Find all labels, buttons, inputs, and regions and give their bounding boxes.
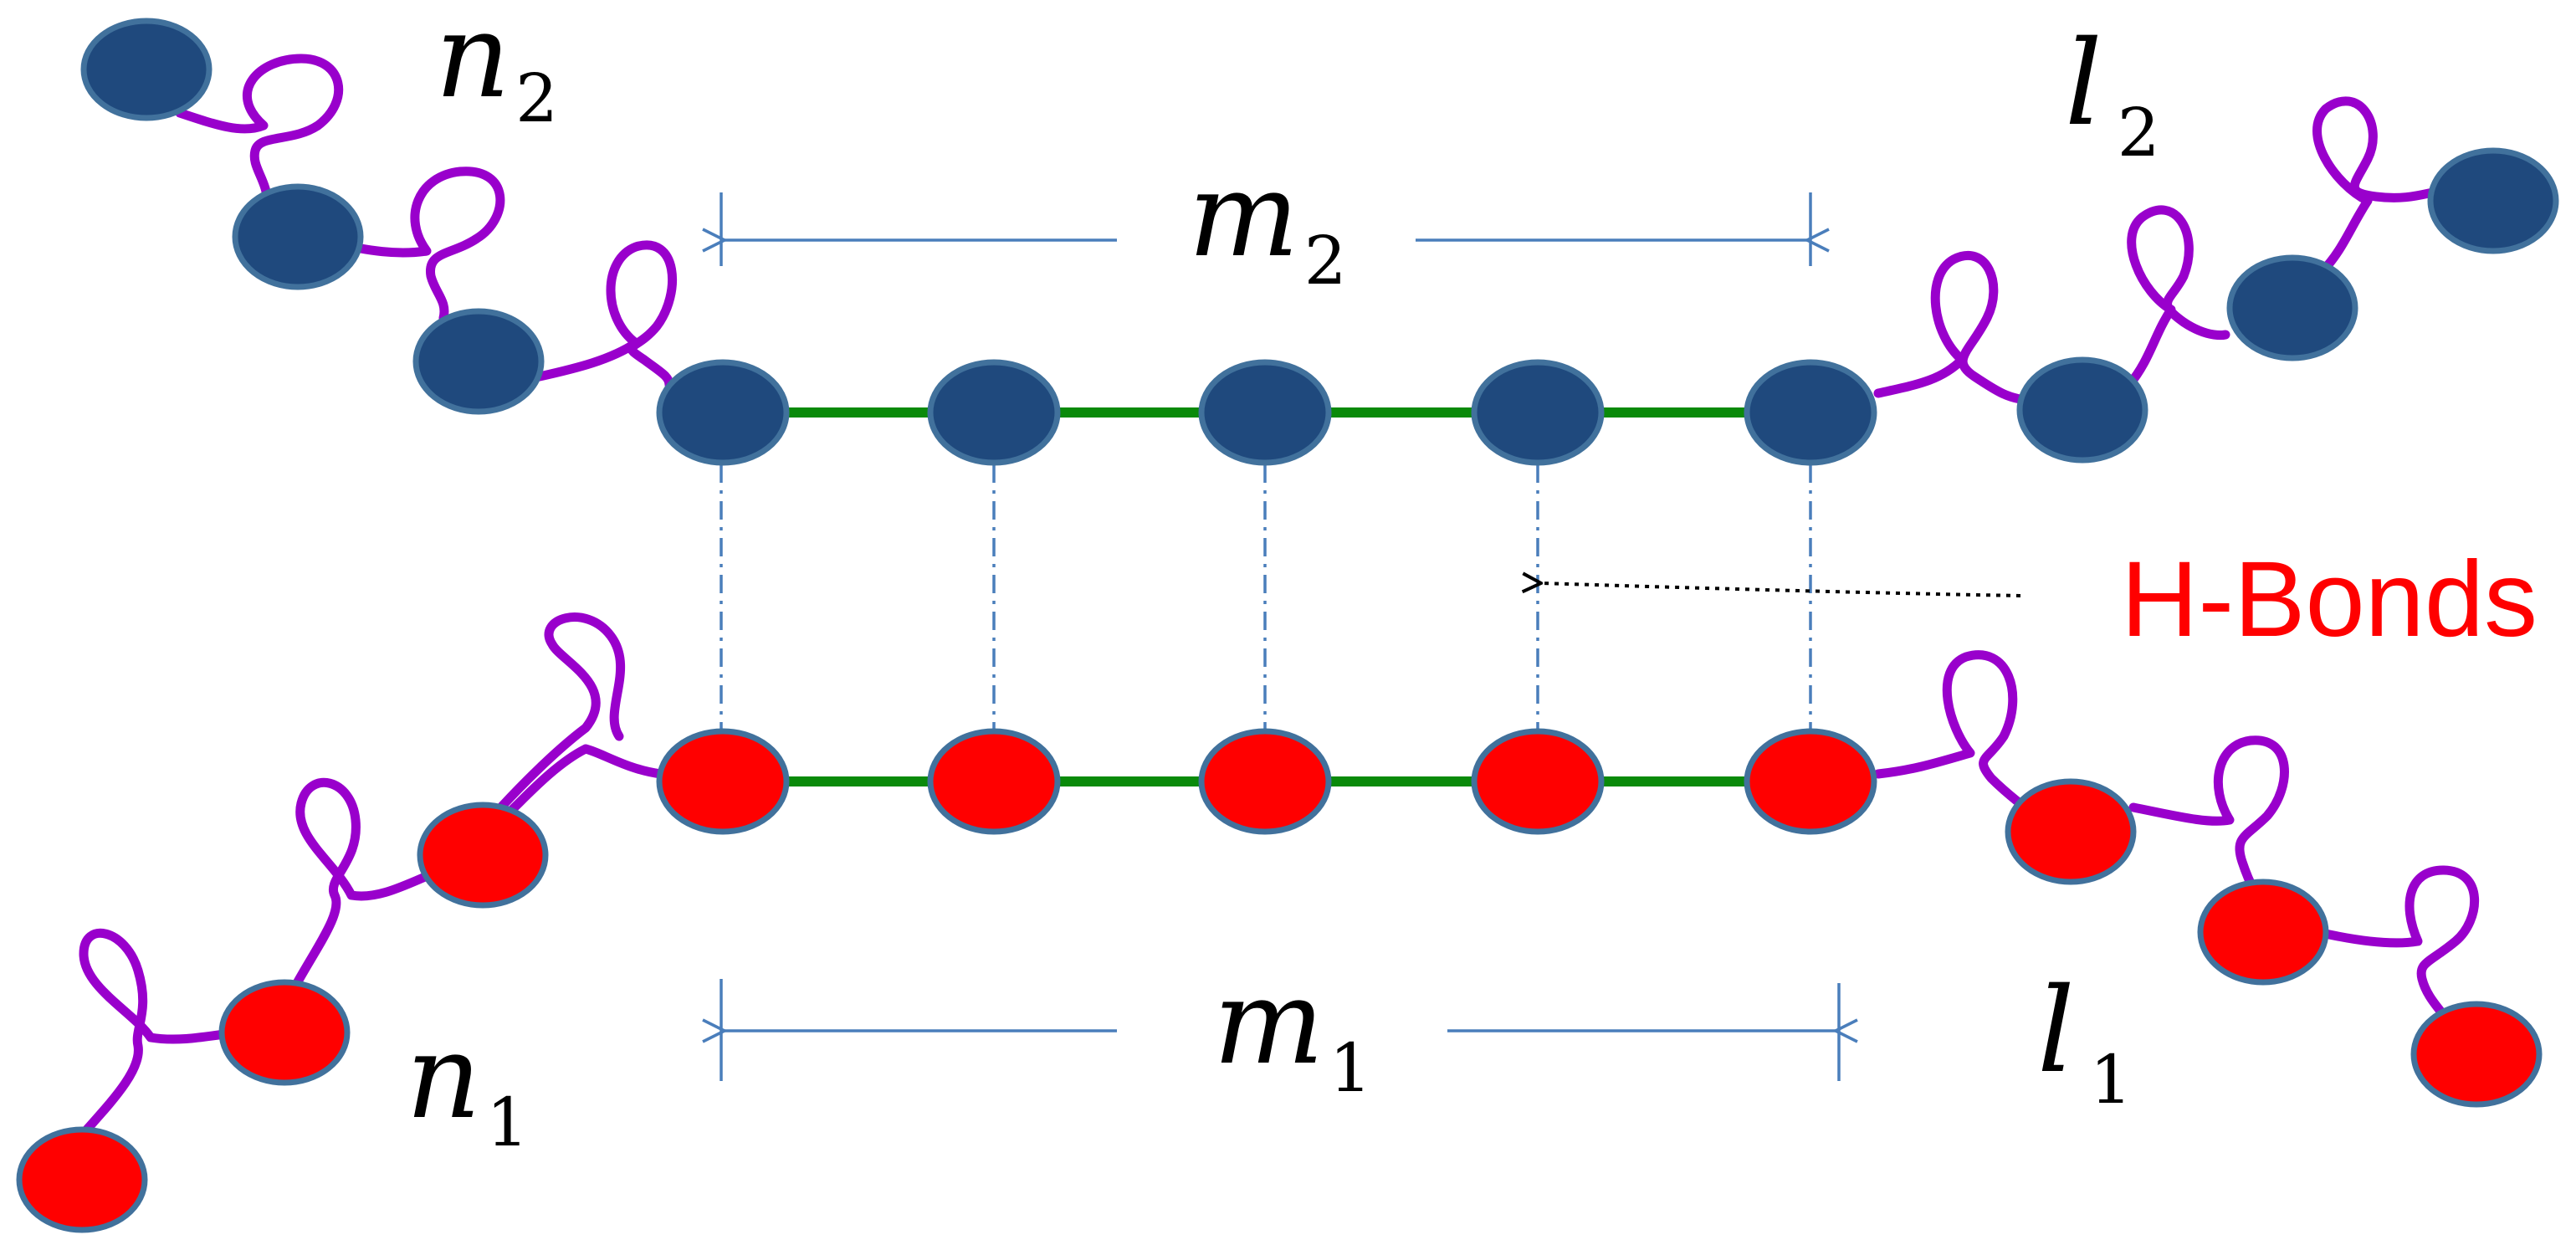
upper-bead: [80, 18, 213, 121]
coil-linkers: [74, 54, 2480, 1143]
hydrogen-bond-lines: [720, 464, 1812, 730]
coil-linker: [2317, 865, 2480, 1017]
upper-strand: [80, 18, 2559, 466]
coil-linker: [74, 928, 235, 1143]
upper-bead: [232, 183, 364, 290]
upper-bead: [2226, 254, 2358, 361]
coil-linker: [1873, 250, 2030, 405]
upper-bead: [1198, 359, 1332, 466]
coil-linker: [2124, 205, 2230, 390]
lower-bead: [1198, 728, 1332, 835]
lower-bead: [656, 728, 790, 835]
coil-linker: [2128, 735, 2289, 909]
dimension-m2: [721, 192, 1810, 266]
lower-bead: [2005, 778, 2137, 885]
lower-bead: [927, 728, 1061, 835]
lower-bead: [1744, 728, 1877, 835]
coil-linker: [1873, 650, 2030, 812]
lower-bead: [2197, 879, 2329, 986]
upper-bead: [1471, 359, 1605, 466]
lower-bead: [2410, 1001, 2543, 1108]
lower-bead: [1471, 728, 1605, 835]
lower-bead: [218, 979, 351, 1086]
upper-bead: [1744, 359, 1877, 466]
dimension-m1: [721, 979, 1839, 1081]
coil-linker: [2312, 96, 2448, 277]
lower-strand: [16, 728, 2543, 1233]
hbonds-label: H-Bonds: [2121, 540, 2538, 659]
upper-bead: [656, 359, 790, 466]
upper-bead: [412, 308, 545, 415]
coil-linker: [328, 167, 505, 323]
coil-linker: [463, 612, 666, 850]
label-n2: n2: [435, 0, 558, 137]
upper-bead: [2427, 147, 2559, 254]
upper-bead: [927, 359, 1061, 466]
label-m2: m2: [1188, 147, 1347, 300]
upper-bead: [2016, 356, 2148, 464]
label-m1: m1: [1213, 955, 1372, 1107]
coil-linker: [535, 240, 677, 390]
coil-linker: [292, 777, 436, 988]
lower-bead: [417, 802, 549, 909]
hbonds-pointer-arrow: [1541, 583, 2021, 597]
coil-linker: [175, 54, 344, 210]
label-n1: n1: [406, 1009, 529, 1161]
lower-bead: [16, 1126, 148, 1233]
